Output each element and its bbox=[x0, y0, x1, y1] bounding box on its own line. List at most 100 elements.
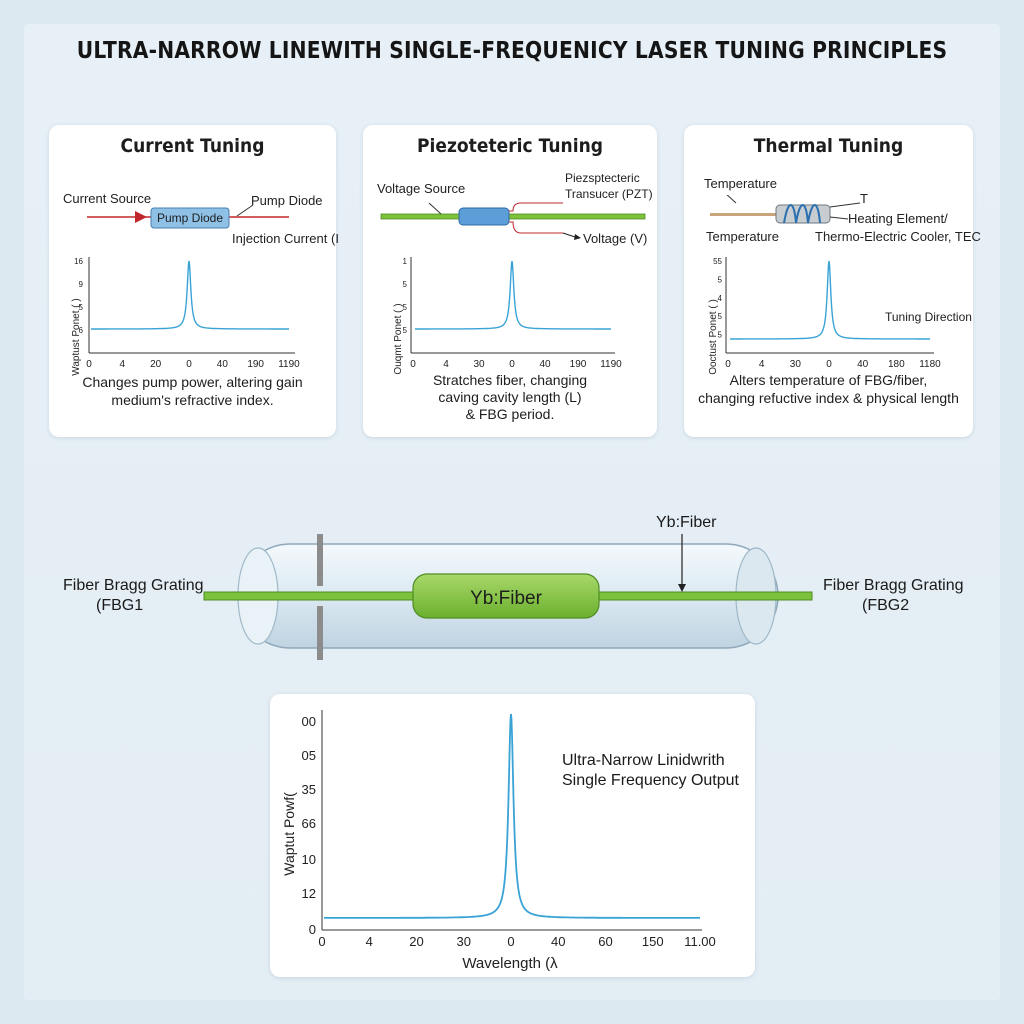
output-annotation-2: Single Frequency Output bbox=[562, 772, 739, 789]
th-x-tick-label: 1180 bbox=[919, 359, 941, 370]
current-source-label: Current Source bbox=[63, 191, 152, 206]
output-y-tick-label: 05 bbox=[302, 748, 316, 763]
piezo-y-axis-label: Ouqmt Ponet ( ) bbox=[393, 303, 404, 374]
th-y-tick-label: 55 bbox=[713, 257, 722, 266]
fbg1-label-1: Fiber Bragg Grating bbox=[63, 577, 204, 594]
page-title: ULTRA-NARROW LINEWITH SINGLE-FREQUENICY … bbox=[76, 38, 948, 64]
fbg2-label-1: Fiber Bragg Grating bbox=[823, 577, 964, 594]
current-arrow-icon bbox=[135, 211, 147, 223]
output-y-ticks: 00 05 35 66 10 12 0 bbox=[302, 714, 316, 937]
th-x-tick-label: 180 bbox=[888, 359, 905, 370]
output-y-tick-label: 66 bbox=[302, 816, 316, 831]
yb-fiber-top-label: Yb:Fiber bbox=[656, 514, 717, 531]
pzt-label-2: Transucer (PZT) bbox=[565, 187, 653, 201]
pzt-label-1: Piezsptecteric bbox=[565, 171, 640, 185]
thermal-fiber bbox=[710, 213, 782, 216]
pzt-block bbox=[458, 207, 510, 226]
cur-y-tick-label: 6 bbox=[79, 326, 84, 335]
output-y-axis-label: Waptut Powf( bbox=[281, 792, 297, 876]
th-y-tick-label: 5 bbox=[718, 312, 723, 321]
thermal-caption-2: changing refuctive index & physical leng… bbox=[698, 390, 959, 406]
yb-fiber-gain-text: Yb:Fiber bbox=[470, 588, 542, 609]
fbg2-label-2: (FBG2 bbox=[862, 597, 910, 614]
yb-fiber-pointer-icon bbox=[678, 584, 686, 592]
heater-label-1: Heating Element/ bbox=[848, 211, 948, 226]
piezo-caption-1: Stratches fiber, changing bbox=[432, 372, 588, 388]
pz-y-tick-label: 1 bbox=[403, 257, 408, 266]
piezo-caption-2: caving cavity length (L) bbox=[438, 389, 582, 405]
cur-x-tick-label: 40 bbox=[217, 359, 229, 370]
output-y-tick-label: 12 bbox=[302, 886, 316, 901]
cur-x-tick-label: 20 bbox=[150, 359, 162, 370]
pz-x-tick-label: 0 bbox=[410, 359, 416, 370]
cur-x-tick-label: 1190 bbox=[278, 359, 300, 370]
voltage-arrow-line bbox=[562, 232, 576, 238]
th-x-tick-label: 40 bbox=[857, 359, 869, 370]
temperature-label-bottom: Temperature bbox=[706, 229, 779, 244]
cur-x-tick-label: 190 bbox=[247, 359, 264, 370]
pz-x-tick-label: 1190 bbox=[600, 359, 622, 370]
piezo-tuning-panel: Piezoteteric Tuning Voltage Source Piezs… bbox=[363, 125, 657, 437]
piezo-tuning-title: Piezoteteric Tuning bbox=[416, 135, 604, 157]
output-x-tick-label: 40 bbox=[551, 934, 565, 949]
cur-y-tick-label: 16 bbox=[74, 257, 83, 266]
pz-y-tick-label: 5 bbox=[403, 303, 408, 312]
th-y-tick-label: 4 bbox=[718, 294, 723, 303]
cur-y-tick-label: 9 bbox=[79, 280, 84, 289]
current-caption-2: medium's refractive index. bbox=[111, 392, 274, 408]
diode-label-leader bbox=[236, 204, 254, 217]
fbg1-marker-bottom bbox=[317, 606, 323, 660]
cur-y-tick-label: 5 bbox=[79, 303, 84, 312]
th-x-tick-label: 30 bbox=[790, 359, 802, 370]
cur-x-tick-label: 4 bbox=[120, 359, 126, 370]
output-x-tick-label: 0 bbox=[318, 934, 325, 949]
fbg1-marker-top bbox=[317, 534, 323, 586]
current-spectrum-trace bbox=[91, 260, 289, 330]
pz-y-tick-label: 5 bbox=[403, 326, 408, 335]
current-y-ticks: 16 9 5 6 bbox=[74, 257, 83, 335]
th-x-tick-label: 0 bbox=[725, 359, 731, 370]
output-x-axis-label: Wavelength (λ bbox=[462, 955, 558, 972]
pz-x-tick-label: 4 bbox=[443, 359, 449, 370]
output-y-tick-label: 00 bbox=[302, 714, 316, 729]
piezo-fiber bbox=[380, 213, 646, 220]
output-x-tick-label: 11.00 bbox=[684, 934, 716, 949]
thermal-caption-1: Alters temperature of FBG/fiber, bbox=[729, 372, 928, 388]
pump-diode-label: Pump Diode bbox=[251, 193, 323, 208]
th-x-tick-label: 0 bbox=[826, 359, 832, 370]
voltage-arrow-icon bbox=[574, 234, 581, 240]
output-y-tick-label: 0 bbox=[309, 922, 316, 937]
laser-cavity: Yb:Fiber bbox=[203, 534, 813, 660]
pzt-wire-top bbox=[509, 202, 563, 212]
fbg1-label-2: (FBG1 bbox=[96, 597, 144, 614]
current-tuning-panel: Current Tuning Current Source Pump Diode… bbox=[49, 125, 339, 437]
voltage-label: Voltage (V) bbox=[583, 231, 648, 246]
tuning-direction-label: Tuning Direction bbox=[885, 310, 972, 324]
current-tuning-title: Current Tuning bbox=[120, 135, 265, 157]
t-leader bbox=[829, 202, 861, 208]
output-annotation-1: Ultra-Narrow Linidwrith bbox=[562, 752, 725, 769]
output-y-tick-label: 10 bbox=[302, 852, 316, 867]
temperature-leader bbox=[726, 195, 737, 204]
output-x-tick-label: 60 bbox=[598, 934, 612, 949]
cur-x-tick-label: 0 bbox=[86, 359, 92, 370]
output-x-tick-label: 0 bbox=[507, 934, 514, 949]
pzt-wire-bottom bbox=[509, 221, 563, 234]
current-caption-1: Changes pump power, altering gain bbox=[82, 374, 303, 390]
pump-diode-text: Pump Diode bbox=[157, 211, 223, 225]
piezo-caption-3: & FBG period. bbox=[465, 406, 555, 422]
th-y-tick-label: 5 bbox=[718, 275, 723, 284]
output-y-tick-label: 35 bbox=[302, 782, 316, 797]
heating-coil bbox=[783, 204, 821, 224]
pz-x-tick-label: 30 bbox=[473, 359, 485, 370]
output-spectrum-line bbox=[324, 713, 700, 919]
current-y-axis-label: Waptust Ponet ( ) bbox=[71, 298, 82, 375]
